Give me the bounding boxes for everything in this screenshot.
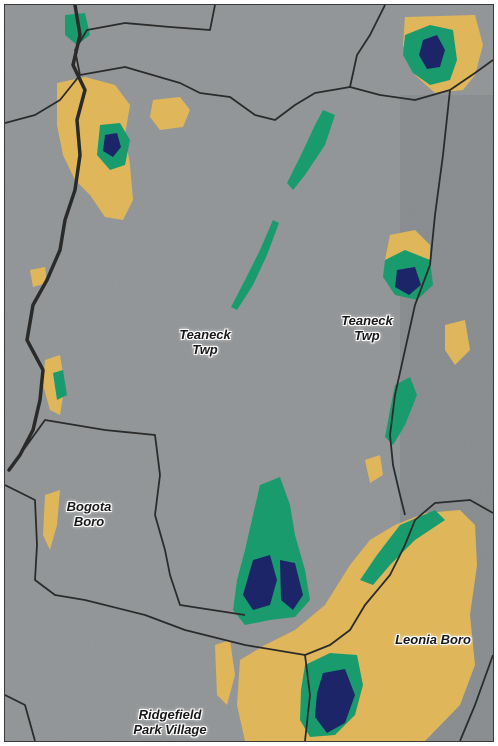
navy-zone-northeast <box>419 35 445 69</box>
river <box>7 5 87 472</box>
green-zone-leonia-strip <box>360 510 445 585</box>
label-bogota-boro: Bogota Boro <box>53 499 125 529</box>
map-frame: Teaneck Twp Teaneck Twp Bogota Boro Leon… <box>4 4 494 742</box>
tan-zone-northwest <box>57 77 133 220</box>
label-teaneck-twp-east: Teaneck Twp <box>327 313 407 343</box>
boundary-south-center <box>304 654 311 741</box>
label-teaneck-east-line2: Twp <box>354 328 380 343</box>
tan-zone-north-central <box>150 97 190 130</box>
tan-zone-bogota <box>43 490 60 550</box>
tan-zone-far-east <box>445 320 470 365</box>
label-teaneck-east-line1: Teaneck <box>341 313 393 328</box>
label-teaneck-west-line2: Twp <box>192 342 218 357</box>
tan-zone-leonia-southwest <box>237 510 477 741</box>
green-zone-east-vertical <box>385 377 417 445</box>
navy-flood-zones <box>103 35 445 733</box>
boundary-north-west-spur <box>74 5 216 76</box>
label-bogota-line2: Boro <box>73 514 105 529</box>
navy-zone-south-central-a <box>243 555 277 610</box>
label-leonia-boro: Leonia Boro <box>383 632 483 647</box>
label-ridgefield-line2: Park Village <box>133 722 207 737</box>
label-bogota-line1: Bogota <box>66 499 112 514</box>
boundary-south-west <box>5 694 36 741</box>
navy-zone-east-mid <box>395 267 421 295</box>
green-zone-river-west <box>53 370 67 400</box>
boundary-north-east-spur <box>349 5 386 88</box>
green-zone-diagonal-strip <box>231 220 279 310</box>
label-ridgefield-park-village: Ridgefield Park Village <box>115 707 225 737</box>
tan-zone-river-bank <box>43 355 65 415</box>
boundary-east-vertical <box>389 89 451 516</box>
tan-zone-east-small <box>365 455 383 483</box>
tan-zone-south-west-strip <box>215 640 235 705</box>
flood-zone-map[interactable] <box>5 5 493 741</box>
green-zone-diagonal-north <box>287 110 335 190</box>
navy-zone-south-central-b <box>280 560 303 610</box>
label-teaneck-twp-west: Teaneck Twp <box>165 327 245 357</box>
boundary-north <box>5 59 493 124</box>
boundary-leonia-south <box>459 654 493 741</box>
label-ridgefield-line1: Ridgefield <box>138 707 202 722</box>
municipal-boundaries <box>5 5 493 741</box>
tan-zone-west-small <box>30 267 47 287</box>
boundary-teaneck-bogota <box>8 419 246 616</box>
navy-zone-northwest <box>103 133 121 157</box>
label-leonia-line1: Leonia Boro <box>395 632 471 647</box>
navy-zone-south-east <box>315 669 355 733</box>
label-teaneck-west-line1: Teaneck <box>179 327 231 342</box>
